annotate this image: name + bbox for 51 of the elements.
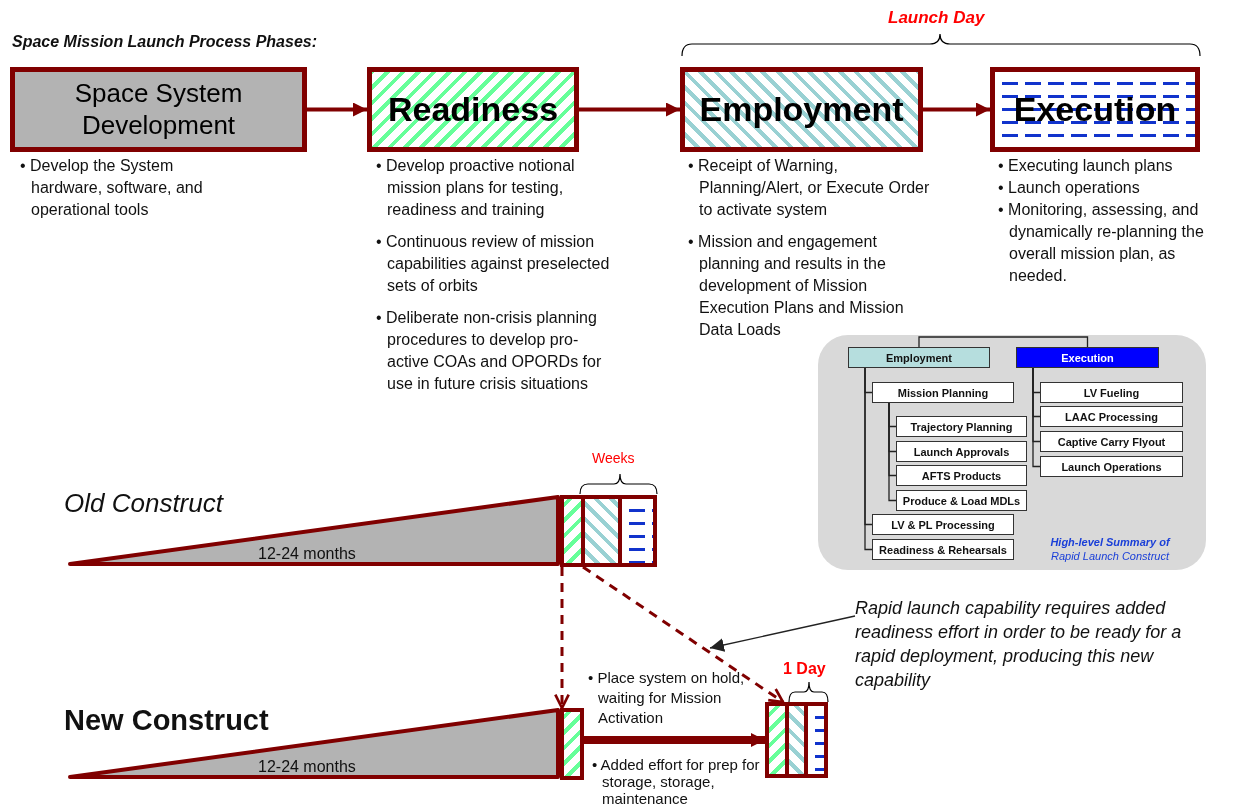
category-box: Execution: [1016, 347, 1159, 368]
section-heading: Old Construct: [64, 488, 223, 519]
arrow: [923, 102, 990, 117]
bullet-text: • Mission and engagement planning and results in the development of Mission Execution Plans and Mission Data Loads: [688, 232, 905, 340]
timeline-wedge: [68, 708, 560, 780]
phase-box: Employment: [680, 67, 923, 152]
phase-box: Space System Development: [10, 67, 307, 152]
category-box: Employment: [848, 347, 990, 368]
task-box: Launch Operations: [1040, 456, 1183, 477]
bullet-text: • Develop the System hardware, software, and operational tools: [20, 156, 204, 220]
phase-block: [560, 708, 584, 780]
arrow: [554, 567, 570, 710]
bracket-label: 1 Day: [783, 660, 826, 678]
duration-label: 12-24 months: [258, 758, 356, 776]
task-box: Mission Planning: [872, 382, 1014, 403]
task-box: LAAC Processing: [1040, 406, 1183, 427]
note-text: • Added effort for prep for storage, storage, maintenance: [592, 756, 761, 807]
bracket-label: Weeks: [592, 450, 635, 466]
task-box: LV & PL Processing: [872, 514, 1014, 535]
note-text: • Place system on hold, waiting for Mission Activation: [588, 668, 746, 728]
task-box: Readiness & Rehearsals: [872, 539, 1014, 560]
bullet-text: • Continuous review of mission capabilities against preselected sets of orbits: [376, 232, 611, 296]
duration-label: 12-24 months: [258, 545, 356, 563]
phase-block: [560, 495, 657, 567]
bullet-text: • Deliberate non-crisis planning procedures to develop pro-active COAs and OPORDs for use in future crisis situations: [376, 308, 603, 394]
connector-line: [888, 402, 897, 502]
task-box: Captive Carry Flyout: [1040, 431, 1183, 452]
connector-line: [918, 336, 1089, 348]
bullet-text: • Launch operations: [998, 178, 1141, 198]
arrow: [579, 102, 680, 117]
panel-caption: High-level Summary of: [1049, 535, 1172, 550]
bullet-text: • Monitoring, assessing, and dynamically re-planning the overall mission plan, as needed.: [998, 200, 1205, 286]
bracket-label: Launch Day: [888, 8, 985, 28]
bullet-text: • Receipt of Warning, Planning/Alert, or Execute Order to activate system: [688, 156, 931, 220]
bullet-text: • Executing launch plans: [998, 156, 1174, 176]
arrow: [307, 102, 367, 117]
phase-block: [765, 702, 828, 778]
diagram-title: Space Mission Launch Process Phases:: [12, 33, 317, 51]
task-box: Produce & Load MDLs: [896, 490, 1027, 511]
connector-line: [1032, 367, 1041, 468]
panel-caption: Rapid Launch Construct: [1050, 549, 1171, 564]
task-box: Trajectory Planning: [896, 416, 1027, 437]
bullet-text: • Develop proactive notional mission plans for testing, readiness and training: [376, 156, 576, 220]
summary-panel: [818, 335, 1206, 570]
task-box: LV Fueling: [1040, 382, 1183, 403]
leader-line: [709, 615, 856, 652]
arrow: [582, 565, 785, 704]
task-box: Launch Approvals: [896, 441, 1027, 462]
task-box: AFTS Products: [896, 465, 1027, 486]
callout-text: Rapid launch capability requires added readiness effort in order to be ready for a rapid deployment, producing this new capability: [855, 596, 1213, 692]
section-heading: New Construct: [64, 704, 269, 737]
